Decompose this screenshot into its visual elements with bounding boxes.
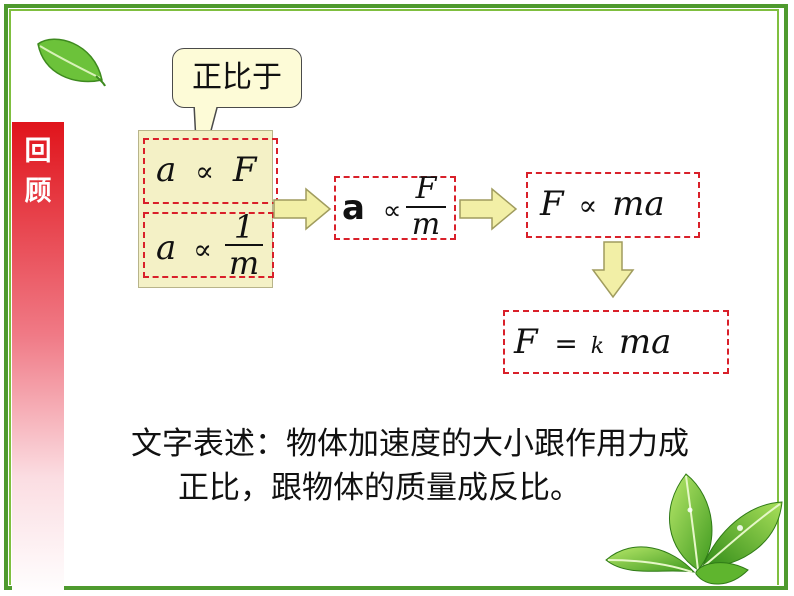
- fraction-bar: [225, 244, 263, 246]
- right-arrow-icon: [459, 187, 518, 231]
- formula-group-background: [138, 130, 273, 288]
- formula-a-prop-inv-m-lhs: a ∝: [156, 228, 218, 268]
- fraction-numerator: 1: [233, 208, 255, 246]
- proportional-symbol: ∝: [193, 233, 213, 266]
- formula-lhs: a: [156, 150, 177, 190]
- equals-symbol: =: [554, 327, 578, 360]
- formula-a-prop-f-over-m-lhs: a ∝: [342, 188, 401, 228]
- law-statement: 文字表述：物体加速度的大小跟作用力成 正比，跟物体的质量成反比。: [70, 422, 750, 510]
- section-label: 回 顾: [22, 132, 54, 212]
- formula-rhs: F: [232, 150, 257, 190]
- leaf-cluster-icon: [605, 473, 783, 585]
- formula-rhs: ma: [618, 322, 672, 362]
- formula-lhs: F: [514, 322, 538, 362]
- formula-box-a-prop-f-over-m: [334, 176, 456, 240]
- formula-box-f-equals-kma: [503, 310, 729, 374]
- proportional-symbol: ∝: [382, 196, 402, 226]
- formula-lhs: a: [342, 188, 365, 228]
- statement-line-2: 正比，跟物体的质量成反比。: [178, 470, 581, 506]
- callout-bubble: 正比于: [172, 48, 302, 108]
- formula-rhs: ma: [612, 184, 665, 224]
- formula-f-prop-ma: F ∝ ma: [540, 184, 665, 224]
- right-arrow-icon: [273, 187, 332, 231]
- formula-lhs: F: [540, 184, 564, 224]
- formula-box-a-prop-f: [143, 138, 278, 204]
- section-label-char: 顾: [24, 176, 52, 207]
- formula-box-a-prop-inv-m: [143, 212, 274, 278]
- slide-inner-frame: [9, 9, 779, 585]
- proportional-symbol: ∝: [195, 155, 215, 188]
- section-label-char: 回: [24, 136, 52, 167]
- fraction-bar: [406, 206, 446, 208]
- fraction-denominator: m: [411, 207, 441, 242]
- formula-a-prop-f: a ∝ F: [156, 150, 256, 190]
- constant-k: k: [590, 334, 605, 359]
- formula-box-f-prop-ma: [526, 172, 700, 238]
- formula-lhs: a: [156, 228, 177, 268]
- leaf-icon: [37, 38, 106, 87]
- fraction-f-over-m: F m: [406, 174, 446, 240]
- side-bar: [12, 122, 64, 596]
- fraction-one-over-m: 1 m: [225, 208, 263, 282]
- slide-frame: [4, 4, 788, 590]
- down-arrow-icon: [591, 241, 635, 299]
- fraction-numerator: F: [415, 171, 437, 206]
- formula-f-equals-kma: F = k ma: [514, 322, 671, 362]
- proportional-symbol: ∝: [578, 189, 598, 222]
- fraction-denominator: m: [228, 244, 260, 282]
- statement-line-1: 文字表述：物体加速度的大小跟作用力成: [131, 426, 689, 462]
